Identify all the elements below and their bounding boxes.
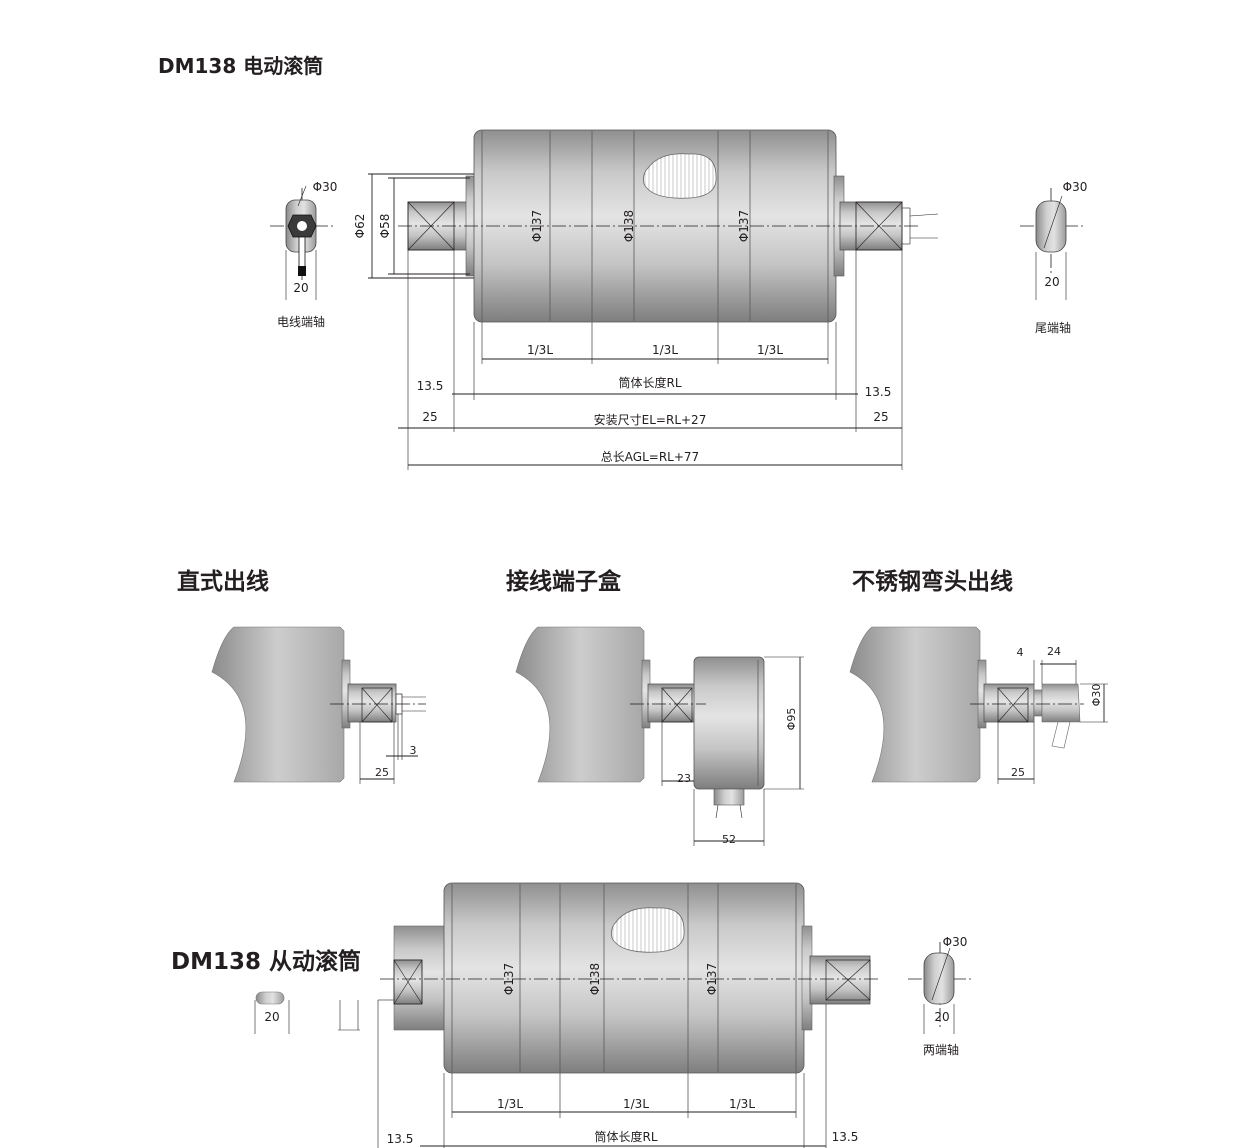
junction-d23: 23 <box>677 772 691 785</box>
stainless-d25: 25 <box>1011 766 1025 779</box>
idler-phi137-right: Φ137 <box>705 963 719 995</box>
phi137-right-label: Φ137 <box>737 210 751 242</box>
phi62-label: Φ62 <box>353 214 367 239</box>
third-length-1: 1/3L <box>527 343 553 357</box>
idler-left-flat: 20 <box>264 1010 279 1024</box>
stainless-d24: 24 <box>1047 645 1061 658</box>
tail-end-dia: Φ30 <box>1063 180 1088 194</box>
left-13-5: 13.5 <box>417 379 444 393</box>
idler-third-3: 1/3L <box>729 1097 755 1111</box>
installation-length-el: 安装尺寸EL=RL+27 <box>594 412 707 427</box>
tail-end-flat: 20 <box>1044 275 1059 289</box>
left-25: 25 <box>422 410 437 424</box>
stainless-d4: 4 <box>1017 646 1024 659</box>
third-length-2: 1/3L <box>652 343 678 357</box>
idler-left-13-5: 13.5 <box>387 1132 414 1146</box>
third-length-3: 1/3L <box>757 343 783 357</box>
tail-end-label: 尾端轴 <box>1035 320 1071 335</box>
junction-phi95: Φ95 <box>785 708 798 731</box>
phi137-left-label: Φ137 <box>530 210 544 242</box>
idler-roller-drawing: Φ137 Φ138 Φ137 1/3L 1/3L 1/3L 筒体长度RL 13.… <box>338 882 880 1148</box>
idler-right-label: 两端轴 <box>923 1042 959 1057</box>
straight-d25: 25 <box>375 766 389 779</box>
idler-right-flat: 20 <box>934 1010 949 1024</box>
left-shaft <box>407 201 475 251</box>
idler-right-dia: Φ30 <box>943 935 968 949</box>
tail-end-shaft-section: Φ30 20 尾端轴 <box>1020 180 1087 335</box>
straight-outlet-detail: 25 3 <box>211 626 426 784</box>
cable-end-label: 电线端轴 <box>277 314 325 329</box>
idler-right-13-5: 13.5 <box>832 1130 859 1144</box>
idler-third-2: 1/3L <box>623 1097 649 1111</box>
straight-outlet-heading: 直式出线 <box>177 568 269 595</box>
junction-d52: 52 <box>722 833 736 846</box>
cable-end-flat: 20 <box>293 281 308 295</box>
roller-length-rl: 筒体长度RL <box>618 375 681 390</box>
idler-right-shaft-section: Φ30 20 两端轴 <box>908 935 972 1057</box>
right-13-5: 13.5 <box>865 385 892 399</box>
idler-heading: DM138 从动滚筒 <box>171 948 361 975</box>
stainless-phi30: Φ30 <box>1090 684 1103 707</box>
idler-phi138: Φ138 <box>588 963 602 995</box>
cable-end-shaft-section: Φ30 20 电线端轴 <box>270 180 337 329</box>
idler-drum-body <box>443 882 805 1074</box>
stainless-elbow-heading: 不锈钢弯头出线 <box>852 568 1013 595</box>
phi138-label: Φ138 <box>622 210 636 242</box>
idler-roller-length-rl: 筒体长度RL <box>594 1129 657 1144</box>
phi58-label: Φ58 <box>378 214 392 239</box>
cable-end-dia: Φ30 <box>313 180 338 194</box>
motorized-roller-drawing: Φ137 Φ138 Φ137 Φ62 Φ58 1/3L 1/3L 1/3L 筒体… <box>353 129 939 470</box>
right-25: 25 <box>873 410 888 424</box>
cutaway-window <box>643 153 717 199</box>
idler-phi137-left: Φ137 <box>502 963 516 995</box>
junction-box-detail: Φ95 23 52 <box>515 626 804 846</box>
idler-third-1: 1/3L <box>497 1097 523 1111</box>
straight-d3: 3 <box>410 744 417 757</box>
overall-length-agl: 总长AGL=RL+77 <box>601 450 699 464</box>
stainless-elbow-detail: 4 24 Φ30 25 <box>849 626 1108 784</box>
idler-cutaway-window <box>611 907 685 953</box>
junction-box-heading: 接线端子盒 <box>506 568 622 595</box>
idler-left-shaft-section: 20 <box>254 991 290 1034</box>
motorized-heading: DM138 电动滚筒 <box>158 54 323 78</box>
